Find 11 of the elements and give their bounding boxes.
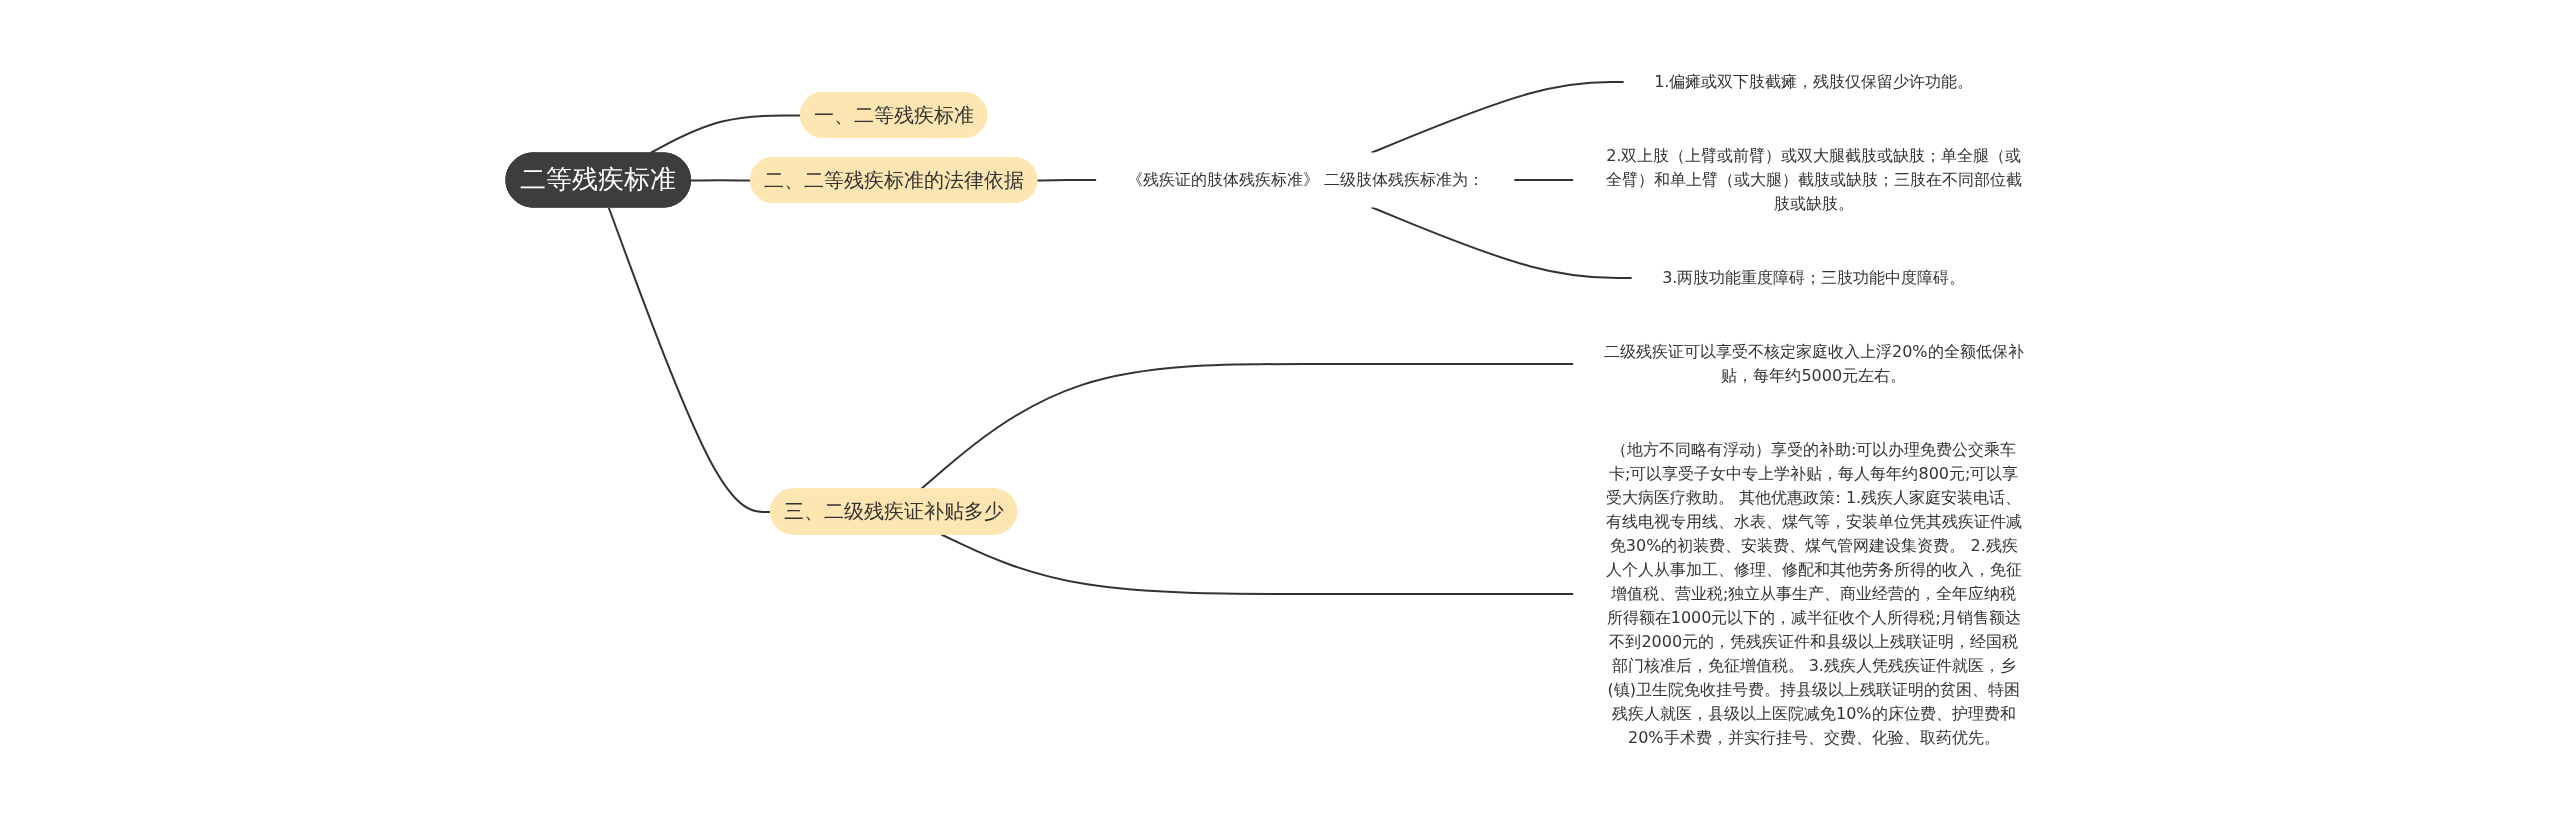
node-text: 3.两肢功能重度障碍；三肢功能中度障碍。	[1662, 268, 1966, 287]
node-text: 2.双上肢（上臂或前臂）或双大腿截肢或缺肢；单全腿（或全臂）和单上臂（或大腿）截肢或缺肢；三肢在不同部位截肢或缺肢。	[1605, 146, 2022, 213]
node-text: 《残疾证的肢体残疾标准》 二级肢体残疾标准为：	[1126, 170, 1484, 189]
connector	[940, 533, 1575, 595]
node-text: 二级残疾证可以享受不核定家庭收入上浮20%的全额低保补贴，每年约5000元左右。	[1604, 341, 2024, 385]
connector	[1370, 206, 1634, 279]
connector	[1036, 179, 1098, 182]
connector	[1370, 81, 1626, 154]
connector	[1512, 179, 1575, 181]
node-text: 1.偏瘫或双下肢截瘫，残肢仅保留少许功能。	[1654, 72, 1974, 91]
node-text: （地方不同略有浮动）享受的补助:可以办理免费公交乘车卡;可以享受子女中专上学补贴，每人每年约800元;可以享受大病医疗救助。 其他优惠政策: 1.残疾人家庭安装电话、有线电视专用线、水表、煤气等，安装单位凭其残疾证件减免30%的初装费、安装费、煤气管网建设集资费。 2.残疾人个人从事加工、修理、修配和其他劳务所得的收入，免征增值税、营业税;独立从事生产、商业经营的，全年应纳税所得额在1000元以下的，减半征收个人所得税;月销售额达不到2000元的，凭残疾证件和县级以上残联证明，经国税部门核准后，免征增值税。 3.残疾人凭残疾证件就医，乡(镇)卫生院免收挂号费。持县级以上残联证明的贫困、特困残疾人就医，县级以上医院减免10%的床位费、护理费和20%手术费，并实行挂号、交费、化验、取药优先。	[1605, 439, 2022, 747]
